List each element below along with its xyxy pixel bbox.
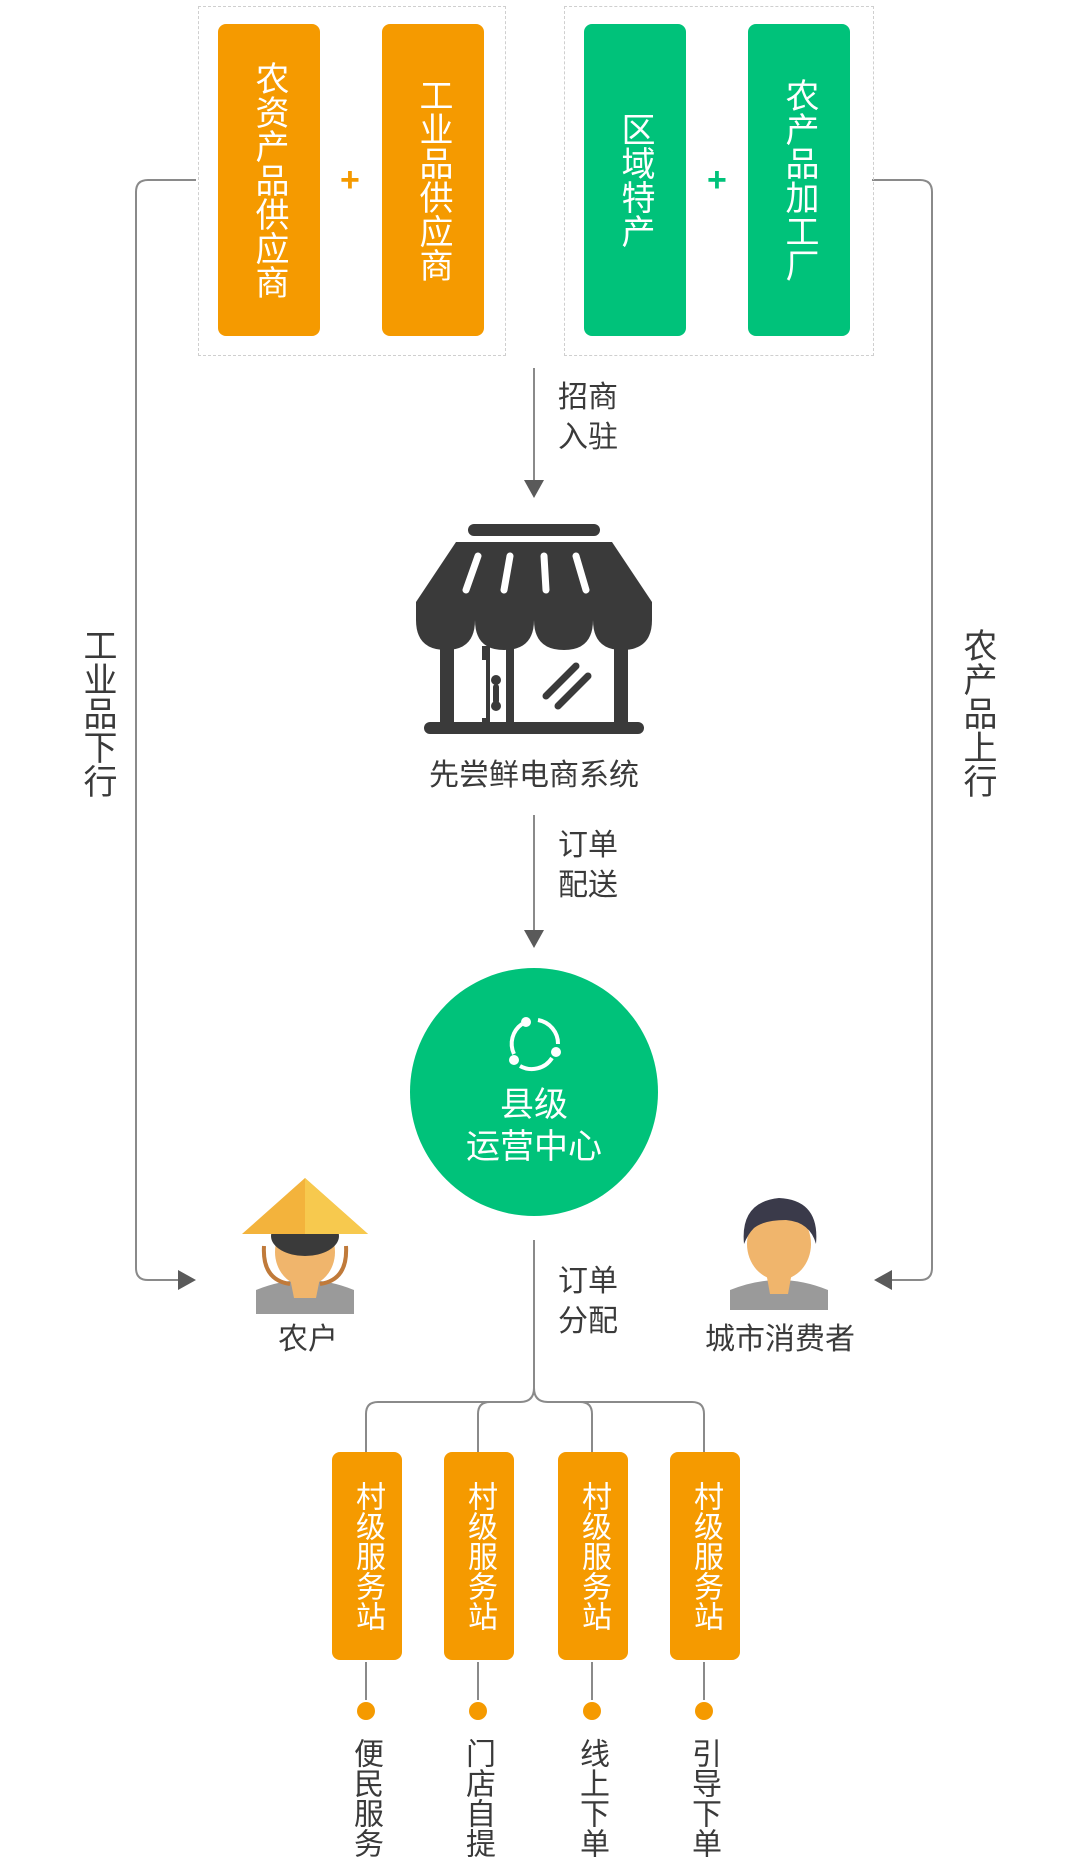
- consumer-label: 城市消费者: [705, 1323, 855, 1356]
- left-flow-line: [135, 179, 196, 1281]
- station-dot: [469, 1702, 487, 1720]
- cycle-icon: [509, 1017, 561, 1072]
- right-flow-arrowhead: [874, 1270, 892, 1290]
- label-order-distribution: 订单 分配: [558, 1265, 618, 1338]
- box-agri-processing-plant: 农产品加工厂: [748, 24, 850, 336]
- service-label: 门店自提: [461, 1738, 494, 1858]
- farmer-label: 农户: [278, 1323, 338, 1356]
- station-label: 村级服务站: [689, 1481, 722, 1631]
- station-label: 村级服务站: [577, 1481, 610, 1631]
- village-station-4: 村级服务站: [670, 1452, 740, 1660]
- box-label: 区域特产: [616, 112, 654, 248]
- center-title-line2: 运营中心: [466, 1128, 602, 1166]
- box-regional-specialty: 区域特产: [584, 24, 686, 336]
- distribution-branches: [365, 1387, 705, 1452]
- plus-icon: +: [340, 161, 360, 199]
- box-label: 农资产品供应商: [250, 61, 288, 299]
- service-label: 线上下单: [575, 1738, 608, 1858]
- box-label: 工业品供应商: [414, 78, 452, 282]
- center-title-line1: 县级: [500, 1086, 568, 1124]
- village-station-1: 村级服务站: [332, 1452, 402, 1660]
- county-center-circle: 县级 运营中心: [410, 968, 658, 1216]
- village-station-2: 村级服务站: [444, 1452, 514, 1660]
- farmer-icon: [242, 1178, 368, 1314]
- label-invest: 招商 入驻: [558, 381, 618, 454]
- arrow-invest-head: [524, 480, 544, 498]
- right-flow-line: [872, 179, 933, 1281]
- box-industrial-supplier: 工业品供应商: [382, 24, 484, 336]
- label-order-delivery: 订单 配送: [558, 829, 618, 902]
- left-flow-arrowhead: [178, 1270, 196, 1290]
- storefront-icon: [416, 524, 652, 734]
- station-dot: [695, 1702, 713, 1720]
- service-label: 便民服务: [349, 1738, 382, 1858]
- arrow-delivery-head: [524, 930, 544, 948]
- station-dot: [583, 1702, 601, 1720]
- label-industrial-down: 工业品下行: [78, 628, 116, 798]
- box-agri-supplies-supplier: 农资产品供应商: [218, 24, 320, 336]
- plus-icon: +: [707, 161, 727, 199]
- box-label: 农产品加工厂: [780, 78, 818, 282]
- village-station-3: 村级服务站: [558, 1452, 628, 1660]
- supplier-group-right: [564, 6, 874, 356]
- station-label: 村级服务站: [351, 1481, 384, 1631]
- supplier-group-left: [198, 6, 506, 356]
- store-label: 先尝鲜电商系统: [429, 759, 639, 792]
- station-label: 村级服务站: [463, 1481, 496, 1631]
- service-label: 引导下单: [687, 1738, 720, 1858]
- station-dot: [357, 1702, 375, 1720]
- label-agri-up: 农产品上行: [958, 628, 996, 798]
- consumer-icon: [730, 1198, 828, 1310]
